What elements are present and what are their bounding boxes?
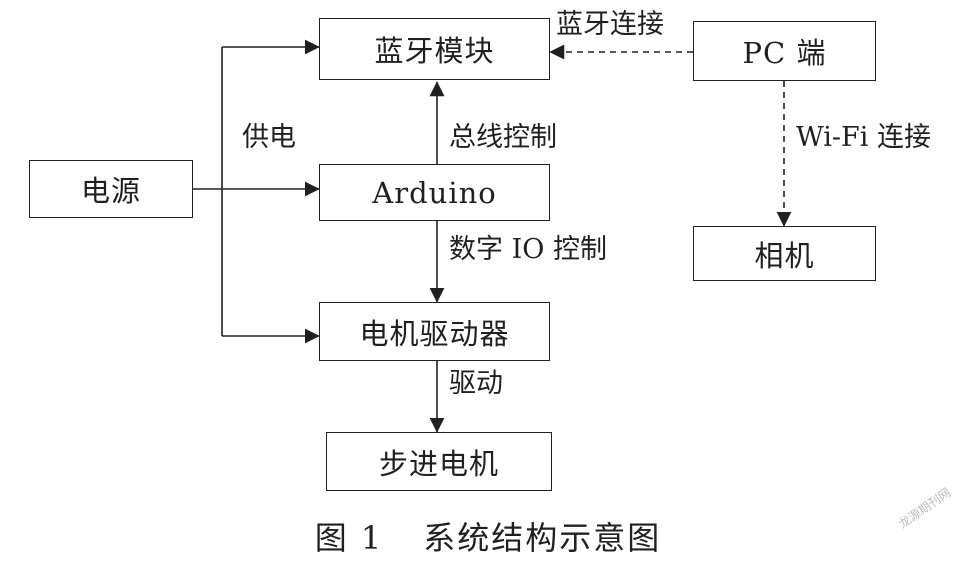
drive-label: 驱动 [449,368,503,399]
bluetooth-module-box: 蓝牙模块 [319,18,550,80]
motor-driver-box: 电机驱动器 [319,302,550,361]
digital-io-label: 数字 IO 控制 [449,234,607,265]
stepper-motor-box: 步进电机 [326,432,552,491]
wifi-link-label: Wi-Fi 连接 [796,122,931,153]
power-supply-label: 供电 [242,122,296,153]
figure-number: 图 1 [314,519,384,557]
power-box: 电源 [29,160,193,218]
arduino-box: Arduino [319,164,550,221]
bus-control-label: 总线控制 [449,122,557,153]
figure-caption: 图 1 系统结构示意图 [0,522,976,554]
bluetooth-link-label: 蓝牙连接 [556,9,664,40]
figure-title: 系统结构示意图 [423,519,662,557]
pc-box: PC 端 [693,21,876,81]
camera-box: 相机 [693,226,876,281]
